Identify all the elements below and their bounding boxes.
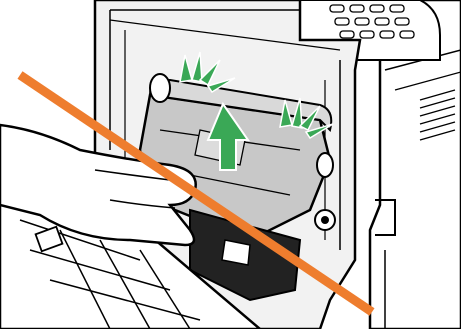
printer-illustration xyxy=(0,0,461,329)
illustration-frame xyxy=(0,0,461,329)
